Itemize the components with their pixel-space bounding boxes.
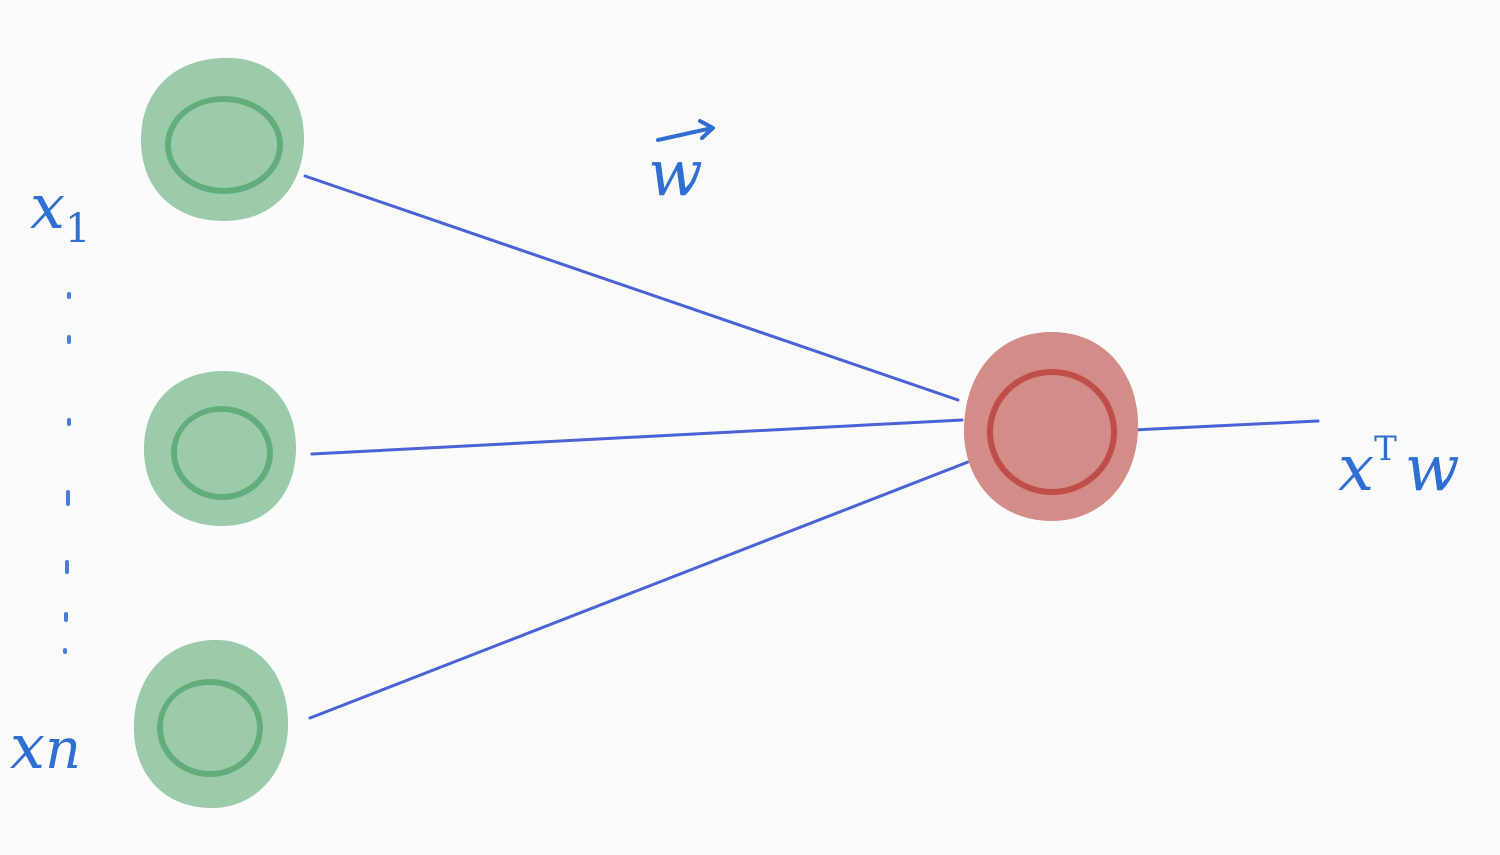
edge-x2-to-output [310, 418, 964, 456]
input-node-n [133, 639, 289, 809]
input-node-2 [143, 370, 297, 527]
weight-vector-label: w [648, 119, 715, 211]
label-weight: w [648, 137, 703, 211]
output-node [963, 331, 1139, 522]
vector-arrow-icon [656, 119, 715, 142]
edge-x1-to-output [303, 174, 960, 402]
label-x1: x1 [30, 170, 90, 252]
input-node-1 [140, 57, 305, 222]
edge-output-line [1132, 419, 1320, 432]
edge-xn-to-output [308, 460, 970, 720]
label-xn: xn [10, 710, 81, 783]
input-ellipsis-dots [63, 292, 71, 654]
